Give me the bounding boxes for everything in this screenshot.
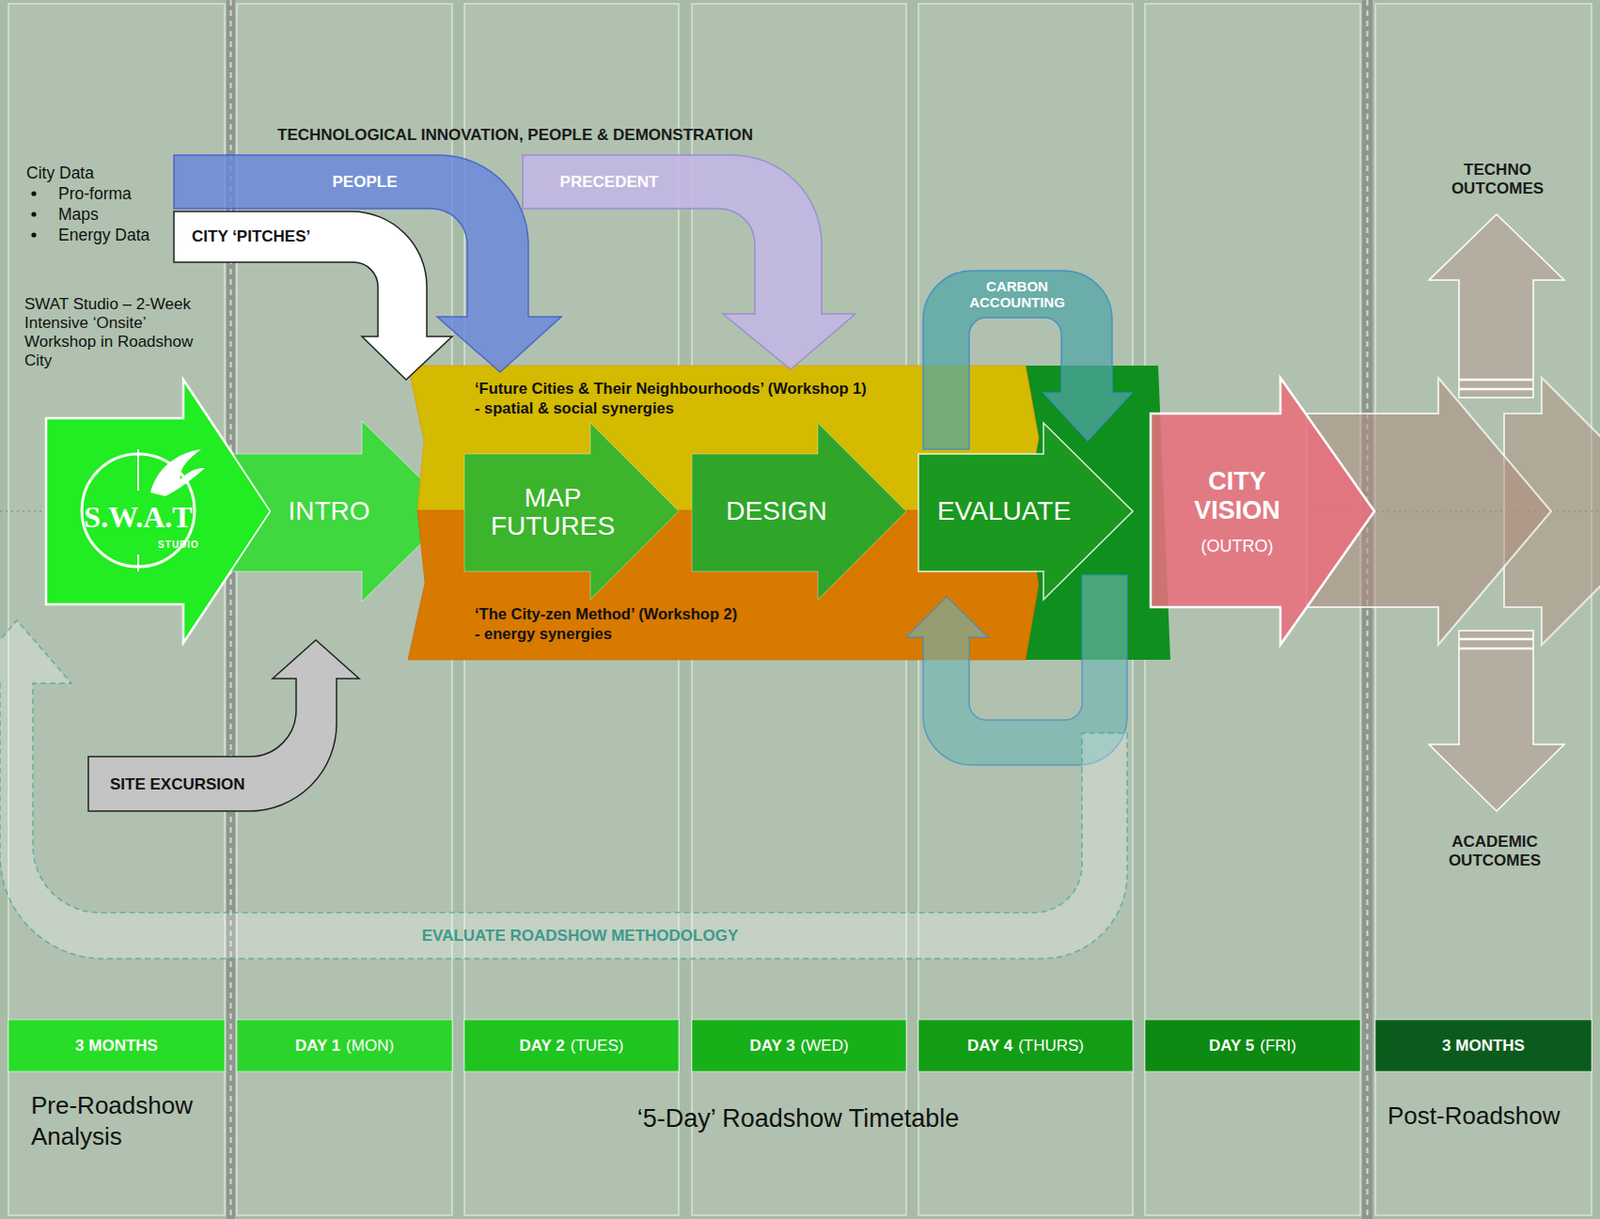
stage-arrow-outline — [464, 423, 679, 600]
node-text: ‘Future Cities & Their Neighbourhoods’ (… — [474, 379, 867, 398]
vision-arrow: CITY VISION (OUTRO) — [1150, 377, 1376, 646]
timeline-bar: DAY 4(THURS) — [918, 1019, 1134, 1073]
logo-crosshair — [137, 554, 140, 572]
up-arrow — [1428, 214, 1565, 398]
arrow-strip — [1458, 638, 1534, 642]
excursion-arrow-outline — [88, 640, 360, 812]
input-arrow: PRECEDENT — [522, 155, 857, 371]
node-text: ‘The City-zen Method’ (Workshop 2) — [474, 605, 738, 624]
excursion-arrow: SITE EXCURSION — [88, 640, 361, 813]
logo-arrow-outline — [46, 379, 271, 644]
label-text: TECHNOLOGICAL INNOVATION, PEOPLE & DEMON… — [277, 125, 753, 145]
timeline-bar-outline — [1145, 1019, 1361, 1072]
label-text: ‘5-Day’ Roadshow Timetable — [637, 1104, 960, 1134]
node-text: SITE EXCURSION — [109, 775, 246, 795]
timeline-bar: DAY 1(MON) — [236, 1019, 454, 1073]
node-text: (TUES) — [570, 1036, 625, 1056]
timeline-bar: DAY 5(FRI) — [1145, 1019, 1362, 1073]
node-text: - energy synergies — [474, 625, 612, 644]
node-text: INTRO — [287, 496, 370, 527]
feedback-loop-outline — [0, 620, 1128, 959]
timeline-bar-outline — [691, 1019, 907, 1072]
node-text: DAY 1 — [295, 1036, 341, 1056]
label-text: City Data — [26, 163, 95, 183]
logo-swoosh — [150, 449, 205, 497]
bullet — [31, 232, 36, 237]
timeline-bar: DAY 3(WED) — [691, 1019, 908, 1073]
node-text: MAP FUTURES — [482, 484, 624, 541]
arrow-strip — [1458, 647, 1534, 651]
bullet — [31, 211, 36, 217]
timeline-bar-shape — [236, 1019, 454, 1073]
timeline-bar-outline — [1375, 1019, 1592, 1072]
node-text: 3 MONTHS — [75, 1036, 158, 1056]
label-text: Pre-Roadshow Analysis — [31, 1090, 220, 1152]
carbon-loop-outline — [923, 270, 1132, 450]
node-text: (FRI) — [1259, 1036, 1297, 1056]
node-text: (THURS) — [1018, 1036, 1084, 1056]
label-text: Maps — [58, 204, 99, 224]
column-panel — [1145, 3, 1361, 1216]
timeline-bar-shape — [691, 1019, 908, 1073]
node-text: DAY 3 — [749, 1036, 795, 1056]
arrow-strip — [1458, 378, 1534, 382]
columns — [8, 3, 1592, 1216]
node-text: PEOPLE — [332, 172, 398, 192]
label-text: ACADEMIC OUTCOMES — [1433, 832, 1556, 870]
node-text: DAY 5 — [1208, 1036, 1255, 1056]
logo-arrow: S.W.A.T STUDIO — [46, 379, 272, 644]
node-text: EVALUATE ROADSHOW METHODOLOGY — [422, 926, 739, 946]
node-text: CITY VISION — [1166, 467, 1308, 526]
down-arrow — [1428, 630, 1565, 812]
timeline-bar-outline — [8, 1019, 225, 1072]
label-text: Energy Data — [58, 225, 150, 245]
timeline-bar: 3 MONTHS — [1375, 1019, 1593, 1073]
label-text: TECHNO OUTCOMES — [1436, 160, 1559, 198]
node-text: DAY 4 — [967, 1036, 1013, 1056]
bullet — [31, 190, 36, 196]
node-text: CITY ‘PITCHES’ — [191, 227, 311, 247]
stage-arrow: DESIGN — [691, 423, 908, 601]
separator-bar — [1362, 0, 1373, 1219]
input-arrow-outline — [522, 155, 856, 370]
node-text: (WED) — [800, 1036, 849, 1056]
node-text: DESIGN — [725, 496, 827, 527]
node-text: (OUTRO) — [1201, 536, 1274, 557]
stage-arrow: MAP FUTURES — [464, 423, 680, 601]
node-text: STUDIO — [157, 539, 200, 551]
arrow-strip — [1458, 388, 1534, 392]
stage-arrow-outline — [691, 423, 907, 600]
node-text: CARBON ACCOUNTING — [956, 279, 1079, 311]
logo-crosshair — [137, 449, 140, 491]
label-text: SWAT Studio – 2-Week Intensive ‘Onsite’ … — [24, 295, 205, 371]
separator-dash — [1366, 0, 1369, 1219]
node-text: EVALUATE — [937, 496, 1071, 527]
input-arrow: CITY ‘PITCHES’ — [173, 211, 454, 381]
label-text: Pro-forma — [58, 184, 132, 204]
node-text: (MON) — [345, 1036, 394, 1056]
node-text: 3 MONTHS — [1442, 1036, 1525, 1056]
node-text: DAY 2 — [519, 1036, 565, 1056]
vision-arrow-outline — [1150, 377, 1375, 645]
timeline-bar-outline — [918, 1019, 1133, 1072]
node-text: PRECEDENT — [560, 172, 659, 192]
timeline-bar-outline — [236, 1019, 453, 1072]
node-text: S.W.A.T — [83, 500, 192, 535]
timeline-bar: DAY 2(TUES) — [464, 1019, 680, 1073]
input-arrow-outline — [173, 211, 453, 380]
label-text: Post-Roadshow — [1387, 1102, 1561, 1131]
node-text: - spatial & social synergies — [474, 399, 675, 418]
timeline-bar-outline — [464, 1019, 679, 1072]
timeline-bar: 3 MONTHS — [8, 1019, 226, 1073]
